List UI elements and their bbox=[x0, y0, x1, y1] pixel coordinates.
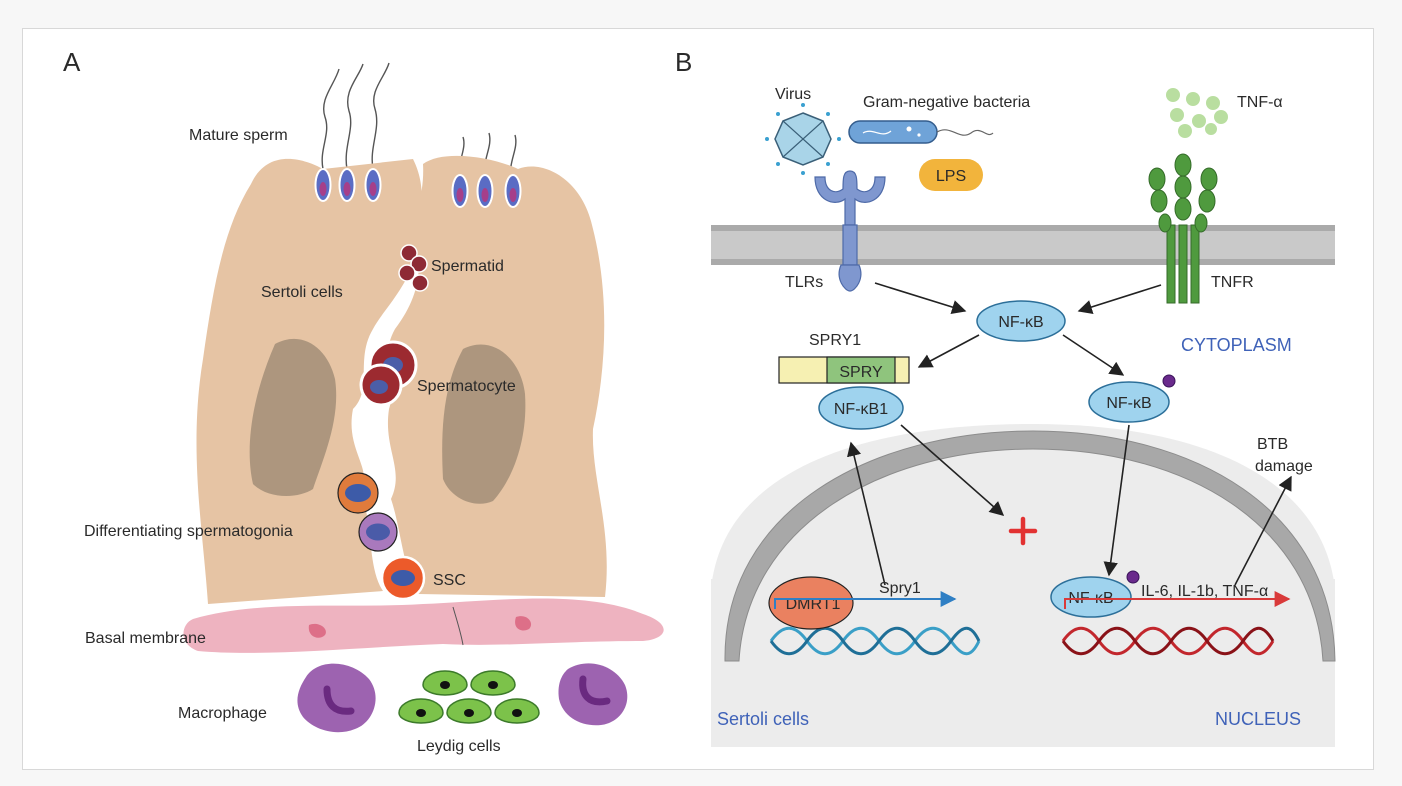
nfkb-phospho-node bbox=[1088, 381, 1170, 423]
label-spry-domain: SPRY bbox=[839, 364, 883, 381]
virus-icon bbox=[765, 103, 841, 175]
label-sertoli-cells-b: Sertoli cells bbox=[717, 709, 809, 729]
label-differentiating-spermatogonia: Differentiating spermatogonia bbox=[84, 523, 293, 540]
nfkb-nucleus-node bbox=[1050, 576, 1132, 618]
inhibition-cross-icon bbox=[1008, 516, 1038, 546]
label-btb-damage: damage bbox=[1255, 458, 1313, 475]
mature-sperm-heads bbox=[314, 168, 522, 208]
label-nfkb-top: NF-κB bbox=[998, 314, 1043, 331]
label-nucleus: NUCLEUS bbox=[1215, 709, 1301, 729]
tnfr-receptor-icon bbox=[1148, 153, 1218, 304]
arrow-tnfr-to-nfkb bbox=[1077, 284, 1162, 314]
transcription-arrow-spry1 bbox=[774, 591, 957, 609]
basal-membrane-shape bbox=[183, 598, 664, 653]
label-basal-membrane: Basal membrane bbox=[85, 630, 206, 647]
label-lps: LPS bbox=[936, 168, 966, 185]
spry1-protein-bar bbox=[778, 356, 910, 384]
label-leydig-cells: Leydig cells bbox=[417, 738, 501, 755]
label-spry1-gene: Spry1 bbox=[879, 580, 921, 597]
label-cytokines: IL-6, IL-1b, TNF-α bbox=[1141, 583, 1268, 600]
panel-a-letter: A bbox=[63, 47, 81, 77]
label-tnfr: TNFR bbox=[1211, 274, 1254, 291]
transcription-arrow-cytokines bbox=[1064, 591, 1291, 609]
label-tnf-alpha: TNF-α bbox=[1237, 94, 1283, 111]
differentiating-spermatogonia-cells bbox=[337, 472, 398, 552]
spermatocyte-cells bbox=[359, 340, 418, 407]
label-nfkb1: NF-κB1 bbox=[834, 401, 888, 418]
label-sertoli-cells-a: Sertoli cells bbox=[261, 284, 343, 301]
figure-canvas: A bbox=[63, 47, 1336, 755]
sertoli-cells-shape bbox=[196, 155, 607, 604]
figure-frame: A bbox=[22, 28, 1374, 770]
label-spry1-protein: SPRY1 bbox=[809, 332, 861, 349]
panel-a: A bbox=[63, 47, 664, 755]
lps-blob bbox=[919, 159, 983, 191]
label-virus: Virus bbox=[775, 86, 811, 103]
label-cytoplasm: CYTOPLASM bbox=[1181, 335, 1292, 355]
arrow-tlr-to-nfkb bbox=[874, 282, 967, 315]
arrow-spry1-to-nfkb1 bbox=[847, 441, 886, 586]
label-nfkb-right: NF-κB bbox=[1106, 395, 1151, 412]
phosphate-icon bbox=[1162, 374, 1176, 388]
label-btb: BTB bbox=[1257, 436, 1288, 453]
label-dmrt1: DMRT1 bbox=[786, 596, 841, 613]
label-macrophage: Macrophage bbox=[178, 705, 267, 722]
macrophage-cells bbox=[297, 663, 628, 733]
label-gram-negative-bacteria: Gram-negative bacteria bbox=[863, 94, 1030, 111]
nfkb-top-node bbox=[976, 300, 1066, 342]
label-tlrs: TLRs bbox=[785, 274, 823, 291]
label-spermatid: Spermatid bbox=[431, 258, 504, 275]
dna-helix-blue bbox=[769, 626, 981, 656]
spermatid-cells bbox=[398, 244, 429, 292]
nuclear-envelope bbox=[724, 430, 1336, 662]
bacteria-icon bbox=[848, 120, 994, 144]
tnf-alpha-dots bbox=[1166, 88, 1228, 138]
leydig-cells bbox=[398, 670, 540, 724]
panel-b: B Virus bbox=[675, 47, 1336, 747]
arrow-cytokines-to-btb bbox=[1234, 475, 1292, 586]
label-ssc: SSC bbox=[433, 572, 466, 589]
tlr-receptor-icon bbox=[814, 170, 886, 292]
phosphate-nucleus-icon bbox=[1126, 570, 1140, 584]
label-spermatocyte: Spermatocyte bbox=[417, 378, 516, 395]
nfkb1-node bbox=[818, 386, 904, 430]
ssc-cell bbox=[380, 555, 426, 601]
panel-b-letter: B bbox=[675, 47, 692, 77]
arrow-nfkb-to-phospho bbox=[1062, 334, 1125, 376]
label-mature-sperm: Mature sperm bbox=[189, 127, 288, 144]
arrow-nfkb-to-spry1 bbox=[917, 334, 980, 368]
plasma-membrane bbox=[711, 225, 1335, 265]
dna-helix-red bbox=[1061, 626, 1275, 656]
arrow-nfkb-into-nucleus bbox=[1103, 424, 1130, 577]
dmrt1-node bbox=[768, 576, 854, 630]
arrow-nfkb1-to-inhibit bbox=[900, 424, 1005, 516]
